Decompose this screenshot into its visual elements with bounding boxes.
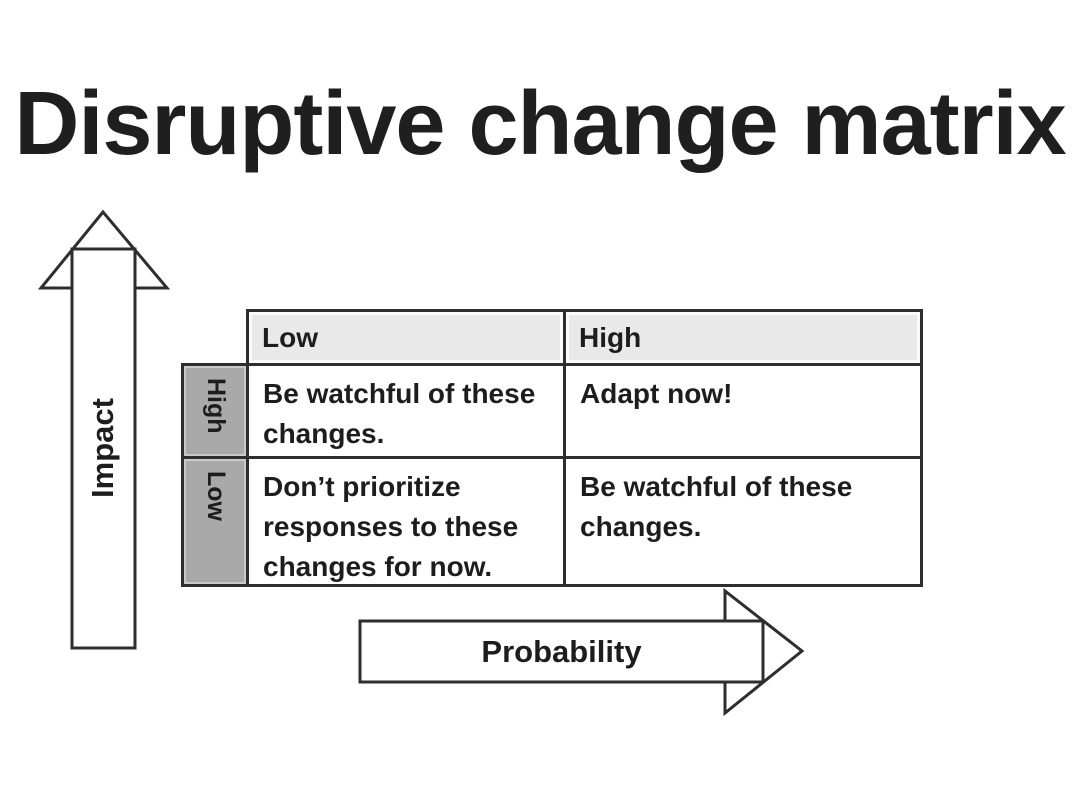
impact-arrow (37, 209, 171, 650)
probability-arrow (358, 587, 805, 717)
probability-arrow-shaft (358, 619, 765, 684)
probability-header-row: Low High (246, 309, 923, 366)
column-header-low: Low (249, 312, 566, 363)
x-axis-label: Probability (481, 634, 642, 669)
cell-high-impact-low-probability: Be watchful of these changes. (249, 366, 566, 459)
column-header-high: High (566, 312, 920, 363)
row-header-high: High (184, 366, 249, 459)
matrix-table: High Be watchful of these changes. Adapt… (181, 363, 923, 587)
cell-low-impact-low-probability: Don’t prioritize responses to these chan… (249, 459, 566, 584)
row-header-low: Low (184, 459, 249, 584)
y-axis-label: Impact (85, 398, 120, 498)
impact-arrow-shaft (70, 247, 137, 650)
cell-low-impact-high-probability: Be watchful of these changes. (566, 459, 920, 584)
page-title: Disruptive change matrix (14, 74, 1066, 174)
cell-high-impact-high-probability: Adapt now! (566, 366, 920, 459)
